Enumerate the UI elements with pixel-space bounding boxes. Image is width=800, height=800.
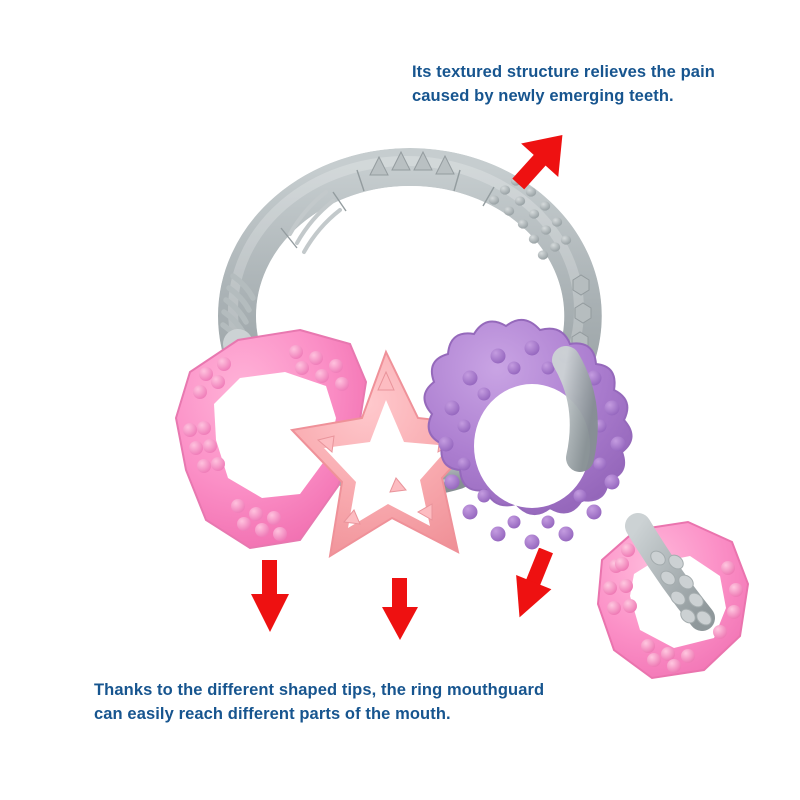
callout-bottom-line-1: Thanks to the different shaped tips, the… <box>94 681 545 699</box>
ring-front-arc-right <box>552 346 598 472</box>
detail-inset-zoom <box>592 508 776 680</box>
arrow-to-pink-star-teether <box>380 578 420 640</box>
arrow-to-textured-ring <box>500 126 578 196</box>
ring-texture-ridge-seams <box>280 169 495 249</box>
arrow-to-purple-flower-teether <box>505 548 561 620</box>
callout-top-line-2: caused by newly emerging teeth. <box>412 87 674 105</box>
arrow-to-pink-hexagon-teether <box>250 560 290 632</box>
ring-texture-round-dots <box>488 176 572 260</box>
callout-top-line-1: Its textured structure relieves the pain <box>412 63 715 81</box>
callout-bottom-text: Thanks to the different shaped tips, the… <box>94 678 624 726</box>
callout-top-text: Its textured structure relieves the pain… <box>412 60 772 108</box>
callout-bottom-line-2: can easily reach different parts of the … <box>94 705 451 723</box>
ring-texture-hexagon-studs <box>571 274 592 353</box>
ring-texture-triangle-spikes <box>369 150 455 176</box>
ring-texture-long-ridges <box>288 190 342 254</box>
